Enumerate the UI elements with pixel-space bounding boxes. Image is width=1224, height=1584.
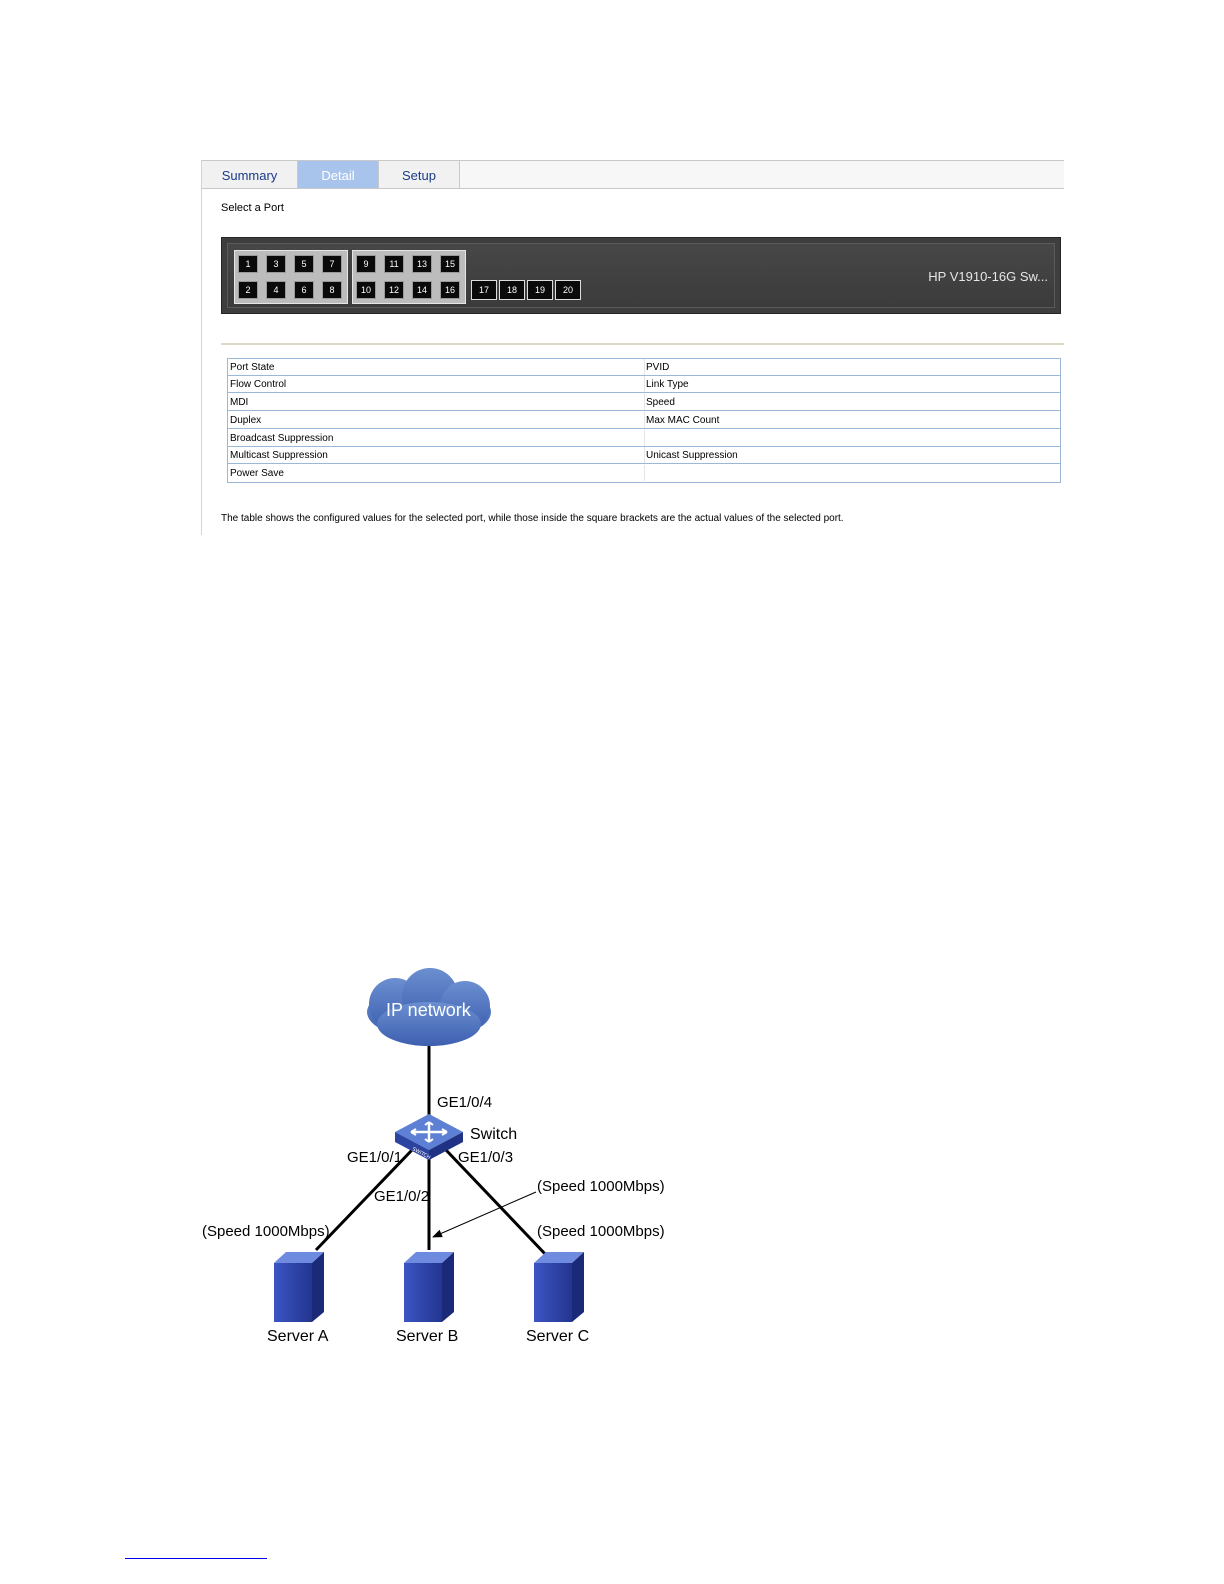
- switch-icon: SWITCH: [395, 1114, 463, 1161]
- table-row: Broadcast Suppression: [228, 430, 1060, 447]
- tab-summary[interactable]: Summary: [202, 161, 298, 188]
- table-cell: Link Type: [646, 379, 689, 390]
- port-6[interactable]: 6: [294, 281, 314, 299]
- table-cell: MDI: [228, 394, 645, 410]
- port-label-b: GE1/0/2: [374, 1188, 430, 1205]
- table-cell: Unicast Suppression: [646, 450, 738, 461]
- cloud-icon: [367, 968, 491, 1046]
- table-cell: Broadcast Suppression: [228, 430, 645, 446]
- switch-faceplate: 1 3 5 7 2 4 6 8 9 11 13 15 10 12 14 16 1…: [227, 243, 1055, 308]
- divider: [221, 343, 1064, 345]
- port-label-c: GE1/0/3: [458, 1149, 514, 1166]
- speed-label-c: (Speed 1000Mbps): [537, 1223, 665, 1240]
- port-3[interactable]: 3: [266, 255, 286, 273]
- port-label-uplink: GE1/0/4: [437, 1094, 493, 1111]
- port-12[interactable]: 12: [384, 281, 404, 299]
- server-b-label: Server B: [396, 1328, 459, 1345]
- link-server-c: [444, 1148, 550, 1259]
- table-cell: [644, 430, 1060, 446]
- port-group-1: 1 3 5 7 2 4 6 8: [234, 250, 348, 304]
- server-a-icon: [274, 1252, 324, 1322]
- network-diagram: SWITCH IP network GE1/0/4 Switch GE1/0/1…: [0, 960, 1224, 1360]
- speed-label-a: (Speed 1000Mbps): [202, 1223, 330, 1240]
- table-row: Multicast Suppression Unicast Suppressio…: [228, 447, 1060, 464]
- table-row: Power Save: [228, 465, 1060, 481]
- table-row: MDI Speed: [228, 394, 1060, 411]
- table-cell: Speed: [646, 397, 675, 408]
- port-5[interactable]: 5: [294, 255, 314, 273]
- footnote-separator: [125, 1558, 267, 1559]
- select-port-label: Select a Port: [221, 202, 284, 214]
- table-cell: PVID: [646, 362, 670, 373]
- port-18[interactable]: 18: [499, 280, 525, 300]
- port-11[interactable]: 11: [384, 255, 404, 273]
- port-19[interactable]: 19: [527, 280, 553, 300]
- table-cell: Flow Control: [228, 376, 645, 392]
- link-server-a: [314, 1148, 414, 1252]
- port-17[interactable]: 17: [471, 280, 497, 300]
- table-cell: Port State: [228, 359, 645, 375]
- server-c-icon: [534, 1252, 584, 1322]
- tab-setup[interactable]: Setup: [379, 161, 460, 188]
- port-group-2: 9 11 13 15 10 12 14 16: [352, 250, 466, 304]
- device-name: HP V1910-16G Sw...: [928, 269, 1048, 284]
- switch-label: Switch: [470, 1126, 518, 1143]
- switch-front-panel: 1 3 5 7 2 4 6 8 9 11 13 15 10 12 14 16 1…: [221, 237, 1061, 314]
- port-4[interactable]: 4: [266, 281, 286, 299]
- port-1[interactable]: 1: [238, 255, 258, 273]
- port-7[interactable]: 7: [322, 255, 342, 273]
- port-detail-table: Port State PVID Flow Control Link Type M…: [227, 358, 1061, 483]
- tab-bar: Summary Detail Setup: [202, 160, 1064, 189]
- port-management-panel: Summary Detail Setup Select a Port 1 3 5…: [201, 160, 1064, 535]
- port-14[interactable]: 14: [412, 281, 432, 299]
- table-row: Flow Control Link Type: [228, 376, 1060, 393]
- port-13[interactable]: 13: [412, 255, 432, 273]
- table-cell: Power Save: [228, 465, 645, 481]
- table-cell: Duplex: [228, 412, 645, 428]
- port-10[interactable]: 10: [356, 281, 376, 299]
- speed-arrow: [432, 1191, 537, 1238]
- table-row: Duplex Max MAC Count: [228, 412, 1060, 429]
- table-cell: [644, 465, 1060, 481]
- port-label-a: GE1/0/1: [347, 1149, 403, 1166]
- server-b-icon: [404, 1252, 454, 1322]
- diagram-graphics: SWITCH: [274, 968, 584, 1322]
- server-a-label: Server A: [267, 1328, 329, 1345]
- server-c-label: Server C: [526, 1328, 590, 1345]
- table-footnote: The table shows the configured values fo…: [221, 513, 844, 524]
- port-16[interactable]: 16: [440, 281, 460, 299]
- port-8[interactable]: 8: [322, 281, 342, 299]
- table-cell: Multicast Suppression: [228, 447, 645, 463]
- port-2[interactable]: 2: [238, 281, 258, 299]
- table-row: Port State PVID: [228, 359, 1060, 376]
- cloud-label: IP network: [386, 1000, 471, 1020]
- table-cell: Max MAC Count: [646, 415, 720, 426]
- port-9[interactable]: 9: [356, 255, 376, 273]
- port-20[interactable]: 20: [555, 280, 581, 300]
- speed-label-b: (Speed 1000Mbps): [537, 1178, 665, 1195]
- port-15[interactable]: 15: [440, 255, 460, 273]
- tab-detail[interactable]: Detail: [298, 161, 379, 188]
